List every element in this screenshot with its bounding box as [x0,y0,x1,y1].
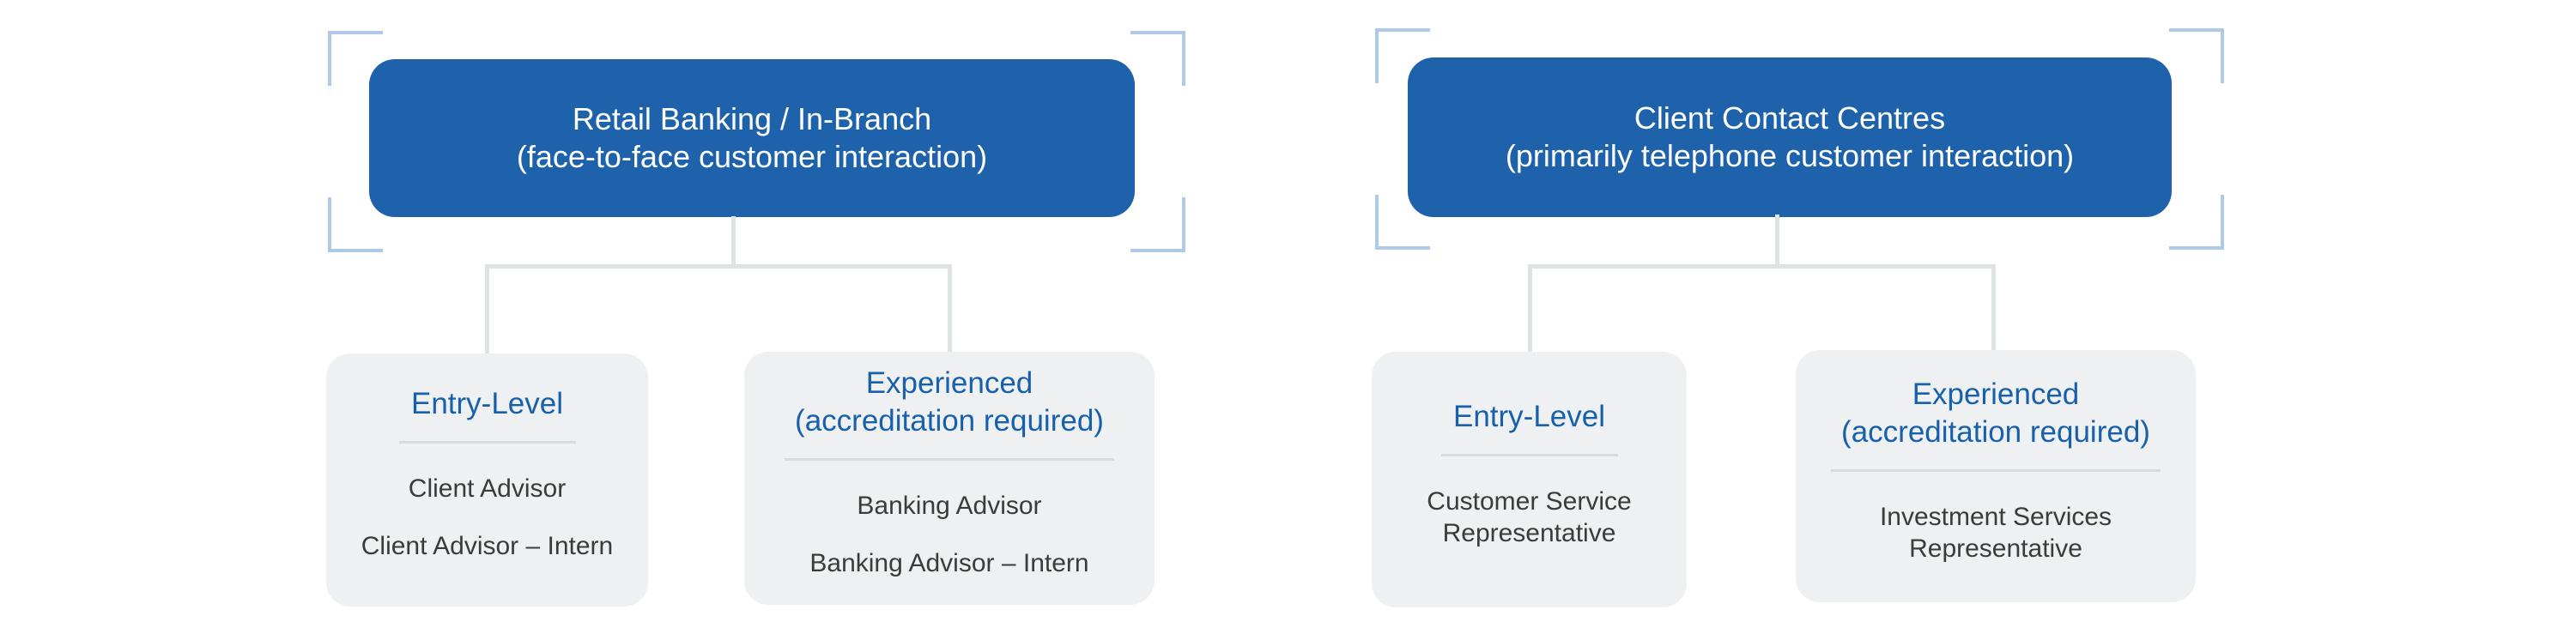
title-divider [1440,453,1618,456]
corner-bracket-top-left-icon [1375,28,1430,83]
connector-drop [948,264,952,355]
role-item: Investment Services Representative [1879,502,2112,563]
parent-box-retail-banking: Retail Banking / In-Branch (face-to-face… [369,59,1135,217]
connector-stem [731,216,736,268]
role-item: Banking Advisor – Intern [809,549,1089,577]
connector-horizontal [485,264,952,269]
corner-bracket-top-left-icon [328,31,383,86]
child-title: Experienced [865,366,1033,400]
role-item: Client Advisor – Intern [361,532,614,560]
child-title-line2: (accreditation required) [1841,414,2150,449]
title-divider [1831,468,2161,472]
corner-bracket-bottom-left-icon [1375,195,1430,250]
connector-horizontal [1528,264,1996,269]
child-title: Entry-Level [1452,399,1606,433]
child-box-entry-level: Entry-Level Customer Service Representat… [1372,352,1687,607]
child-title-line2: (accreditation required) [795,404,1104,438]
child-title: Experienced [1912,377,2080,411]
parent-box-client-contact-centres: Client Contact Centres (primarily teleph… [1408,57,2172,217]
child-box-experienced: Experienced (accreditation required) Ban… [744,352,1155,605]
parent-title-line2: (face-to-face customer interaction) [516,139,988,174]
parent-title-line1: Retail Banking / In-Branch [572,101,932,136]
role-item: Customer Service Representative [1427,486,1632,547]
role-item: Client Advisor [408,474,567,503]
corner-bracket-top-right-icon [1130,31,1185,86]
title-divider [398,441,576,444]
parent-title-line1: Client Contact Centres [1633,100,1946,136]
connector-stem [1775,214,1779,266]
connector-drop [1991,264,1996,353]
child-box-experienced: Experienced (accreditation required) Inv… [1796,350,2196,602]
corner-bracket-bottom-left-icon [328,197,383,252]
role-item: Banking Advisor [857,492,1042,520]
connector-drop [485,264,489,355]
corner-bracket-top-right-icon [2169,28,2224,83]
corner-bracket-bottom-right-icon [2169,195,2224,250]
connector-drop [1528,264,1532,353]
child-title: Entry-Level [410,387,564,420]
corner-bracket-bottom-right-icon [1130,197,1185,252]
parent-title-line2: (primarily telephone customer interactio… [1505,138,2075,173]
title-divider [785,458,1114,461]
child-box-entry-level: Entry-Level Client Advisor Client Adviso… [326,353,648,607]
